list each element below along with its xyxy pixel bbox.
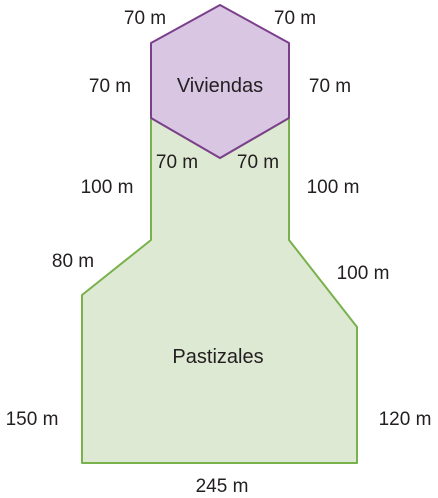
base-length: 245 m	[196, 476, 249, 497]
pasture-label: Pastizales	[172, 346, 263, 368]
hex-right-length: 70 m	[309, 76, 351, 97]
neck-right-length: 100 m	[307, 177, 360, 198]
side-right-length: 120 m	[379, 409, 432, 430]
hex-top-right-length: 70 m	[274, 8, 316, 29]
side-left-length: 150 m	[6, 409, 59, 430]
hex-bottom-right-length: 70 m	[237, 152, 279, 173]
neck-left-length: 100 m	[81, 177, 134, 198]
pasture-region	[81, 117, 358, 464]
shoulder-left-length: 80 m	[52, 251, 94, 272]
hex-left-length: 70 m	[89, 76, 131, 97]
shoulder-right-length: 100 m	[337, 263, 390, 284]
hex-bottom-left-length: 70 m	[156, 152, 198, 173]
hex-top-left-length: 70 m	[124, 8, 166, 29]
housing-label: Viviendas	[177, 75, 263, 97]
housing-hexagon	[150, 4, 290, 159]
